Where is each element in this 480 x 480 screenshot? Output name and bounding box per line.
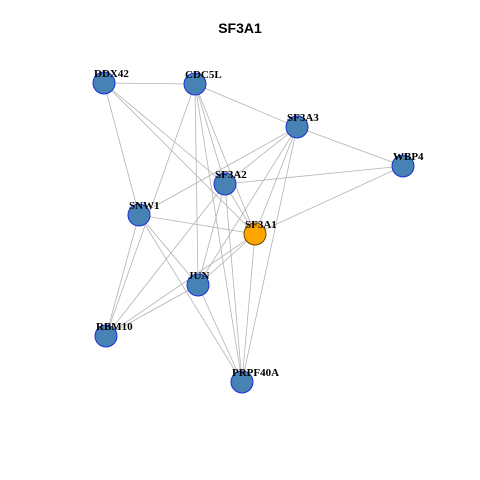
edge-sf3a2-jun [197, 183, 226, 286]
edge-cdc5l-prpf40a [194, 83, 243, 383]
edge-ddx42-sf3a2 [103, 82, 226, 185]
node-label-sf3a1: SF3A1 [245, 219, 277, 231]
edge-ddx42-snw1 [103, 82, 140, 216]
node-prpf40a[interactable] [230, 370, 254, 394]
node-label-rbm10: RBM10 [96, 321, 133, 333]
edge-ddx42-sf3a1 [103, 82, 256, 235]
edge-cdc5l-sf3a3 [194, 83, 298, 128]
edge-jun-prpf40a [197, 284, 243, 383]
edge-sf3a3-prpf40a [241, 126, 298, 383]
edge-layer [103, 82, 404, 383]
edge-sf3a2-rbm10 [105, 183, 226, 337]
node-label-sf3a2: SF3A2 [215, 169, 247, 181]
edge-sf3a1-prpf40a [241, 233, 256, 383]
edge-sf3a3-snw1 [138, 126, 298, 216]
edge-wbp4-sf3a2 [224, 165, 404, 185]
node-ddx42[interactable] [92, 71, 116, 95]
edge-jun-rbm10 [105, 284, 199, 337]
edge-snw1-prpf40a [138, 214, 243, 383]
edge-cdc5l-rbm10 [105, 83, 196, 337]
edge-ddx42-cdc5l [103, 82, 196, 85]
node-sf3a2[interactable] [213, 172, 237, 196]
node-label-jun: JUN [188, 270, 209, 282]
edge-sf3a2-prpf40a [224, 183, 243, 383]
edge-sf3a1-rbm10 [105, 233, 256, 337]
node-sf3a3[interactable] [285, 115, 309, 139]
node-jun[interactable] [186, 273, 210, 297]
edge-cdc5l-sf3a1 [194, 83, 256, 235]
node-rbm10[interactable] [94, 324, 118, 348]
node-label-ddx42: DDX42 [94, 68, 129, 80]
node-layer [92, 71, 415, 394]
node-label-prpf40a: PRPF40A [232, 367, 279, 379]
edge-sf3a3-jun [197, 126, 298, 286]
edge-cdc5l-sf3a2 [194, 83, 226, 185]
node-sf3a1[interactable] [243, 222, 267, 246]
edge-sf3a1-jun [197, 233, 256, 286]
edge-sf3a3-wbp4 [296, 126, 404, 167]
node-wbp4[interactable] [391, 154, 415, 178]
node-label-sf3a3: SF3A3 [287, 112, 319, 124]
edge-sf3a3-sf3a1 [254, 126, 298, 235]
edge-sf3a3-sf3a2 [224, 126, 298, 185]
graph-title: SF3A1 [218, 20, 262, 36]
edge-snw1-jun [138, 214, 199, 286]
node-label-cdc5l: CDC5L [185, 69, 222, 81]
node-snw1[interactable] [127, 203, 151, 227]
edge-snw1-sf3a1 [138, 214, 256, 235]
node-label-wbp4: WBP4 [393, 151, 424, 163]
node-cdc5l[interactable] [183, 72, 207, 96]
edge-snw1-rbm10 [105, 214, 140, 337]
edge-wbp4-sf3a1 [254, 165, 404, 235]
node-label-snw1: SNW1 [129, 200, 160, 212]
edge-cdc5l-jun [194, 83, 199, 286]
